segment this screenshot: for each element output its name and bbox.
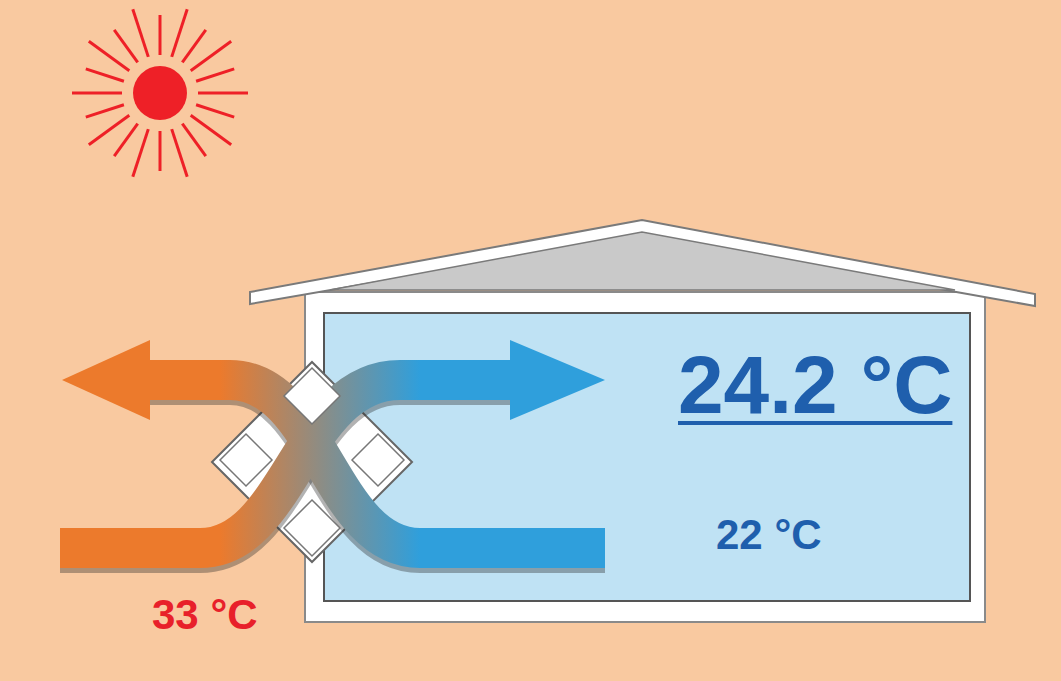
exchanger-tile — [220, 434, 272, 486]
exchanger-tile — [284, 500, 340, 556]
sun-ray — [86, 69, 124, 81]
sun — [72, 9, 248, 176]
sun-ray — [172, 129, 188, 177]
sun-ray — [114, 124, 138, 156]
roof-eave — [250, 220, 1035, 306]
sun-ray — [191, 115, 232, 144]
sun-ray — [172, 9, 188, 57]
sun-ray — [182, 124, 206, 156]
sun-ray — [133, 129, 149, 177]
exhaust-air-arrow — [140, 380, 605, 548]
roof — [330, 232, 955, 290]
sun-ray — [159, 15, 162, 55]
sun-ray — [182, 30, 206, 62]
arrowhead — [510, 340, 605, 420]
sun-ray — [196, 69, 234, 81]
sun-ray — [114, 30, 138, 62]
outdoor-temperature: 33 °C — [152, 592, 258, 638]
indoor-temperature: 24.2 °C — [678, 340, 952, 430]
sun-ray — [89, 41, 130, 70]
sun-ray — [159, 131, 162, 171]
sun-ray — [198, 92, 248, 95]
arrowhead — [62, 340, 150, 420]
exchanger-tile — [352, 434, 404, 486]
sun-ray — [89, 115, 130, 144]
sun-ray — [133, 9, 149, 57]
sun-ray — [191, 41, 232, 70]
sun-ray — [86, 105, 124, 117]
sun-disc — [133, 66, 187, 120]
room-temperature: 22 °C — [716, 512, 822, 558]
sun-ray — [72, 92, 122, 95]
sun-ray — [196, 105, 234, 117]
exchanger-tile — [284, 368, 340, 424]
